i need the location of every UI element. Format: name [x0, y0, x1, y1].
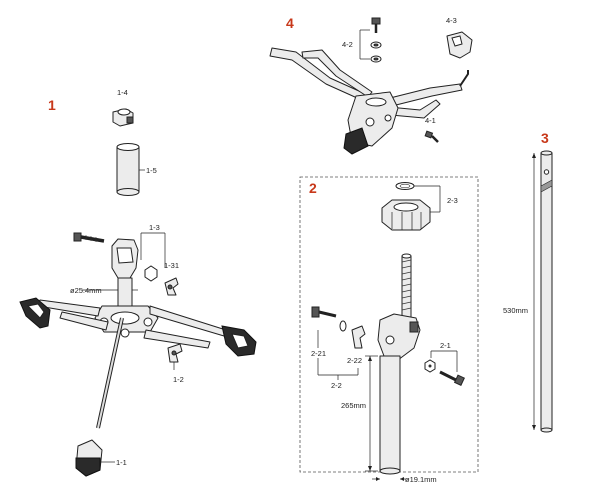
part-1-4-clamp	[112, 108, 134, 127]
section-3-number: 3	[541, 130, 549, 146]
part-base-clamp	[111, 238, 139, 279]
section-3-rod: 3 530mm	[503, 130, 553, 433]
label-2-3: 2-3	[447, 196, 458, 205]
label-diameter-19-1: ø19.1mm	[405, 475, 437, 484]
part-1-1-foot	[75, 439, 103, 477]
part-threaded-rod	[401, 253, 412, 319]
part-2-1-nut-bolt	[424, 359, 465, 386]
section-2-number: 2	[309, 180, 317, 196]
part-1-2-wingscrew	[167, 343, 183, 363]
part-4-2-screw-washers	[370, 17, 382, 63]
part-4-1-screw	[424, 130, 439, 143]
label-2-2: 2-2	[331, 381, 342, 390]
label-diameter-25-4: ø25.4mm	[70, 286, 102, 295]
part-long-rod	[540, 150, 553, 433]
part-4-3-cap	[446, 31, 473, 59]
part-1-5-sleeve	[116, 143, 140, 196]
label-1-3: 1-3	[149, 223, 160, 232]
label-length-530: 530mm	[503, 306, 528, 315]
part-height-knob	[381, 199, 431, 231]
label-4-3: 4-3	[446, 16, 457, 25]
label-length-265: 265mm	[341, 401, 366, 410]
label-2-1: 2-1	[440, 341, 451, 350]
label-4-2: 4-2	[342, 40, 353, 49]
label-1-5: 1-5	[146, 166, 157, 175]
part-left-leg	[19, 297, 109, 331]
label-1-4: 1-4	[117, 88, 128, 97]
label-2-21: 2-21	[311, 349, 326, 358]
label-1-1: 1-1	[116, 458, 127, 467]
part-2-21-bolt	[311, 306, 337, 318]
section-2-upright: 2 2-3	[299, 176, 479, 484]
section-1-tripod: 1 1-4 1-5 1-3	[19, 88, 257, 477]
part-1-31-wingscrew	[164, 277, 179, 296]
section-4-number: 4	[286, 15, 294, 31]
center-tube	[117, 277, 133, 311]
part-upper-clamp	[377, 313, 421, 361]
part-1-3-bolt	[73, 232, 105, 243]
label-2-22: 2-22	[347, 356, 362, 365]
label-1-2: 1-2	[173, 375, 184, 384]
section-1-number: 1	[48, 97, 56, 113]
part-basket-hub	[343, 91, 399, 155]
section-4-basket: 4 4-2 4-3	[269, 15, 473, 155]
part-right-leg	[143, 305, 257, 357]
part-lower-tube	[379, 355, 401, 475]
part-basket-arms	[269, 47, 469, 141]
part-2-22-wing	[351, 325, 366, 349]
label-1-31: 1-31	[164, 261, 179, 270]
label-4-1: 4-1	[425, 116, 436, 125]
